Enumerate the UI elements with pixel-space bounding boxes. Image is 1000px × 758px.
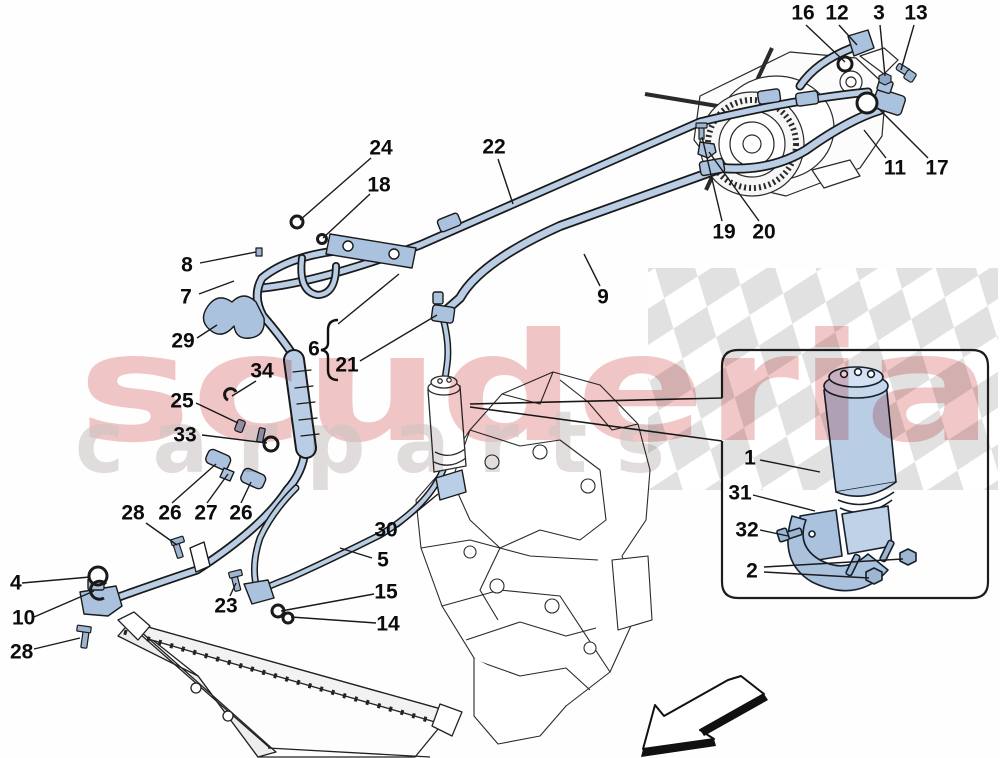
- callout-label-16: 16: [791, 2, 814, 25]
- callout-label-2: 2: [746, 560, 758, 583]
- callout-label-11: 11: [884, 157, 907, 180]
- callout-leader-32: [759, 529, 789, 537]
- callout-leader-14: [290, 616, 377, 624]
- callout-label-31: 31: [728, 482, 752, 505]
- callout-leader-4: [21, 576, 91, 584]
- callout-leader-16: [805, 24, 846, 63]
- brace-item-6: [320, 318, 339, 382]
- callout-leader-17: [877, 107, 929, 159]
- callout-leader-28: [145, 522, 178, 546]
- callout-label-12: 12: [825, 2, 848, 25]
- callout-label-30: 30: [374, 519, 397, 542]
- detail-box: [720, 348, 990, 600]
- callout-label-5: 5: [377, 549, 389, 572]
- callout-leader-18: [322, 193, 371, 239]
- callout-label-17: 17: [925, 157, 948, 180]
- callout-leader-13: [900, 24, 915, 71]
- drier-main-drawing: [427, 375, 467, 473]
- callout-label-15: 15: [374, 581, 398, 604]
- callout-leader-5: [339, 547, 373, 559]
- callout-label-29: 29: [171, 330, 194, 353]
- callout-leader-31: [752, 494, 816, 512]
- callout-leader-28: [33, 637, 81, 650]
- callout-label-33: 33: [173, 424, 196, 447]
- callout-leader-21: [359, 314, 438, 362]
- callout-label-34: 34: [250, 360, 274, 383]
- callout-label-19: 19: [712, 221, 735, 244]
- callout-leader-12: [838, 24, 858, 46]
- callout-leader-34: [231, 380, 257, 397]
- callout-label-9: 9: [597, 286, 609, 309]
- direction-arrow: [641, 675, 768, 757]
- callout-label-28: 28: [10, 641, 34, 664]
- callout-leader-19: [701, 136, 723, 222]
- callout-leader-33: [201, 434, 268, 444]
- engine-bracket-drawing: [415, 371, 653, 745]
- callout-label-21: 21: [335, 354, 359, 377]
- callout-leader-7: [198, 280, 235, 295]
- callout-label-22: 22: [482, 136, 505, 159]
- callout-label-18: 18: [367, 174, 391, 197]
- callout-label-27: 27: [194, 502, 217, 525]
- brace-leader: [337, 273, 400, 325]
- callout-leader-20: [708, 151, 760, 222]
- callout-label-28: 28: [121, 502, 145, 525]
- callout-label-32: 32: [735, 519, 758, 542]
- callout-label-10: 10: [12, 607, 35, 630]
- callout-leader-1: [759, 459, 821, 473]
- callout-leader-11: [863, 129, 887, 159]
- callout-label-14: 14: [376, 613, 400, 636]
- callout-label-23: 23: [214, 595, 237, 618]
- callout-leader-2: [763, 571, 870, 579]
- callout-leader-23: [229, 582, 237, 597]
- callout-leader-22: [497, 158, 514, 205]
- callout-label-26: 26: [158, 502, 181, 525]
- callout-label-1: 1: [744, 447, 756, 470]
- callout-label-20: 20: [752, 221, 775, 244]
- detail-callout-wedge: [469, 397, 723, 442]
- callout-label-7: 7: [180, 286, 192, 309]
- callout-label-13: 13: [904, 2, 927, 25]
- callout-leader-27: [206, 473, 229, 504]
- callout-leader-29: [196, 324, 218, 339]
- callout-leader-15: [280, 593, 375, 612]
- checkered-flag-decoration: [648, 268, 998, 490]
- callout-label-4: 4: [10, 572, 22, 595]
- callout-leader-24: [299, 157, 372, 221]
- callout-label-6: 6: [308, 338, 320, 361]
- callout-label-25: 25: [170, 390, 194, 413]
- callout-leader-30: [397, 493, 439, 528]
- callout-label-3: 3: [873, 2, 885, 25]
- callout-leader-26: [240, 481, 252, 504]
- callout-label-26: 26: [229, 502, 252, 525]
- callout-leader-26: [171, 463, 217, 504]
- callout-label-8: 8: [181, 254, 193, 277]
- callout-leader-3: [879, 24, 886, 77]
- callout-leader-10: [33, 590, 95, 618]
- callout-label-24: 24: [369, 137, 393, 160]
- condenser-drawing: [117, 611, 463, 758]
- callout-leader-9: [583, 253, 601, 287]
- callout-leader-8: [199, 251, 257, 264]
- callout-leader-25: [195, 402, 239, 424]
- callout-leader-2: [763, 558, 904, 568]
